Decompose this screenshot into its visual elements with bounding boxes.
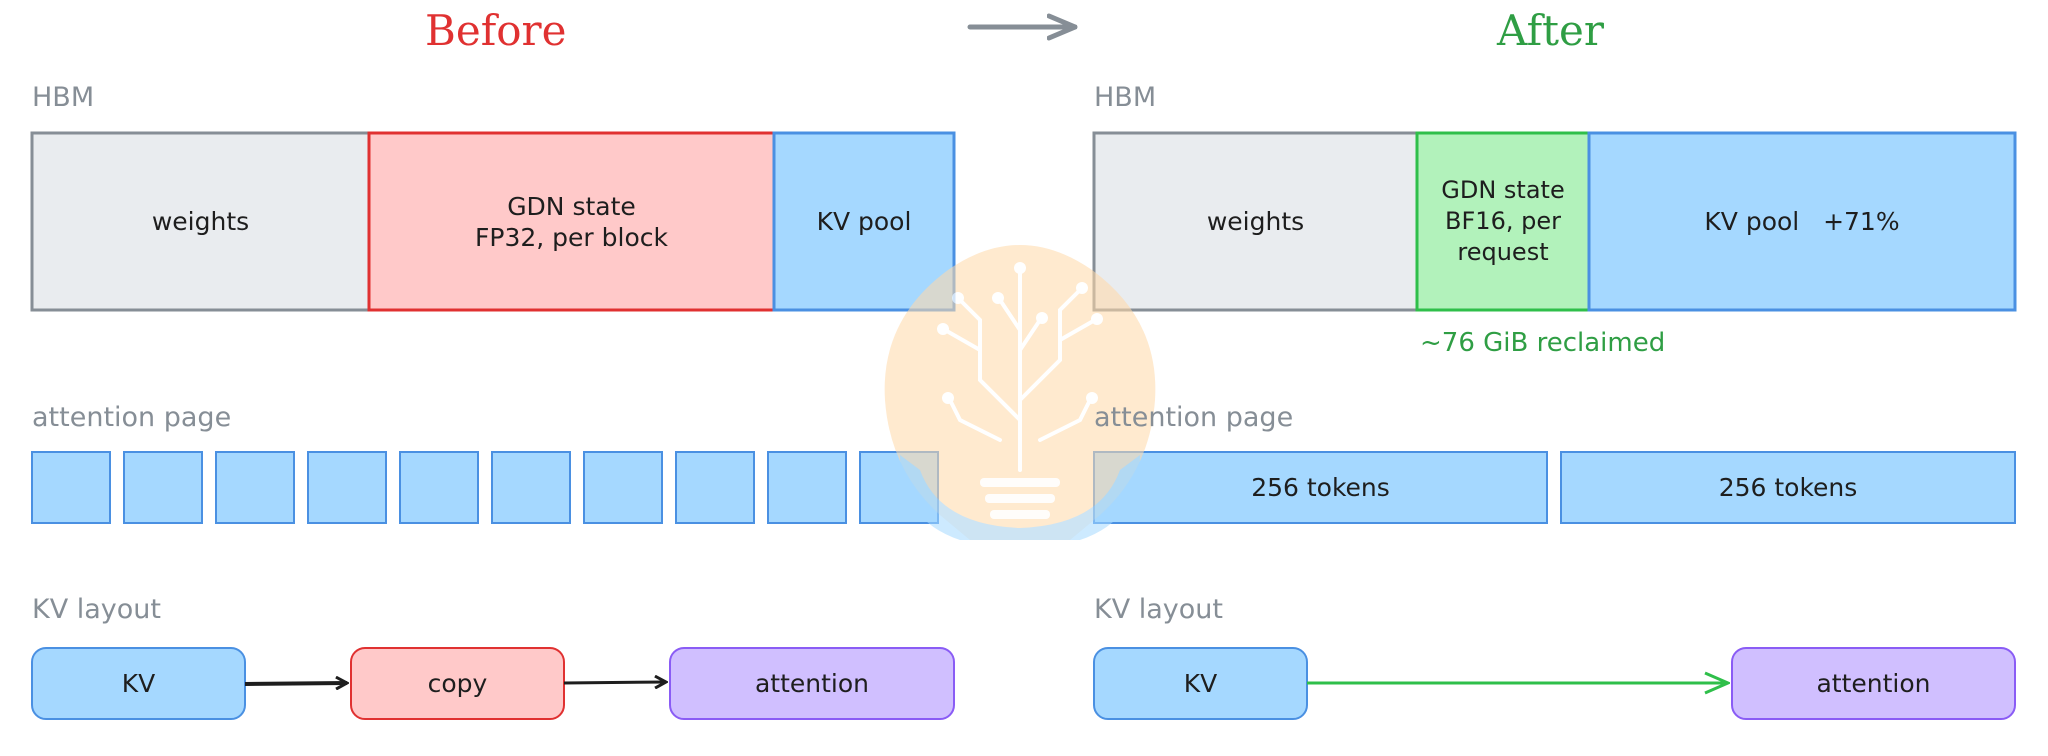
- after-attention-block-1-shape: [1093, 451, 1548, 524]
- copy-to-attention-arrow: [563, 682, 666, 683]
- before-hbm-kv-pool: KV pool: [816, 207, 912, 236]
- before-hbm-gdn-shape: [367, 131, 776, 312]
- after-hbm-kv-shape: [1587, 131, 2017, 312]
- before-hbm-weights-shape: [30, 131, 371, 312]
- before-attention-box: attention: [754, 669, 870, 698]
- after-hbm-label: HBM: [1094, 82, 1157, 113]
- after-hbm-kv-pool: KV pool +71%: [1704, 207, 1900, 236]
- attention-block: [215, 451, 295, 524]
- attention-block: [675, 451, 755, 524]
- before-hbm-gdn-state: GDN state FP32, per block: [475, 191, 668, 252]
- after-hbm-weights: weights: [1206, 207, 1305, 236]
- before-hbm-label: HBM: [32, 82, 95, 113]
- after-kv-layout-label: KV layout: [1094, 594, 1224, 625]
- before-heading: Before: [425, 6, 567, 55]
- before-copy-box: copy: [427, 669, 488, 698]
- before-attention-shape: [669, 647, 955, 720]
- attention-block: [583, 451, 663, 524]
- after-attention-block-2: 256 tokens: [1718, 473, 1858, 502]
- before-hbm-kv-shape: [772, 131, 956, 312]
- before-kv-layout-label: KV layout: [32, 594, 162, 625]
- circuit-tree-lightbulb-icon: [884, 245, 1156, 540]
- attention-block: [399, 451, 479, 524]
- kv-to-copy-arrow: [244, 683, 347, 684]
- before-attention-label: attention page: [32, 402, 232, 433]
- after-heading: After: [1497, 6, 1604, 55]
- reclaimed-note: ~76 GiB reclaimed: [1420, 328, 1666, 358]
- after-attention-block-2-shape: [1560, 451, 2016, 524]
- after-attention-label: attention page: [1094, 402, 1294, 433]
- before-kv-box: KV: [121, 669, 156, 698]
- after-hbm-gdn-state: GDN state BF16, per request: [1441, 176, 1565, 266]
- after-attention-shape: [1731, 647, 2016, 720]
- after-attention-block-1: 256 tokens: [1251, 473, 1390, 502]
- before-copy-shape: [350, 647, 565, 720]
- before-hbm-weights: weights: [151, 207, 250, 236]
- after-kv-box: KV: [1183, 669, 1218, 698]
- after-attention-box: attention: [1816, 669, 1931, 698]
- attention-block: [491, 451, 571, 524]
- before-attention-blocks: [31, 451, 939, 524]
- attention-block: [31, 451, 111, 524]
- attention-block: [767, 451, 847, 524]
- attention-block: [307, 451, 387, 524]
- attention-block: [123, 451, 203, 524]
